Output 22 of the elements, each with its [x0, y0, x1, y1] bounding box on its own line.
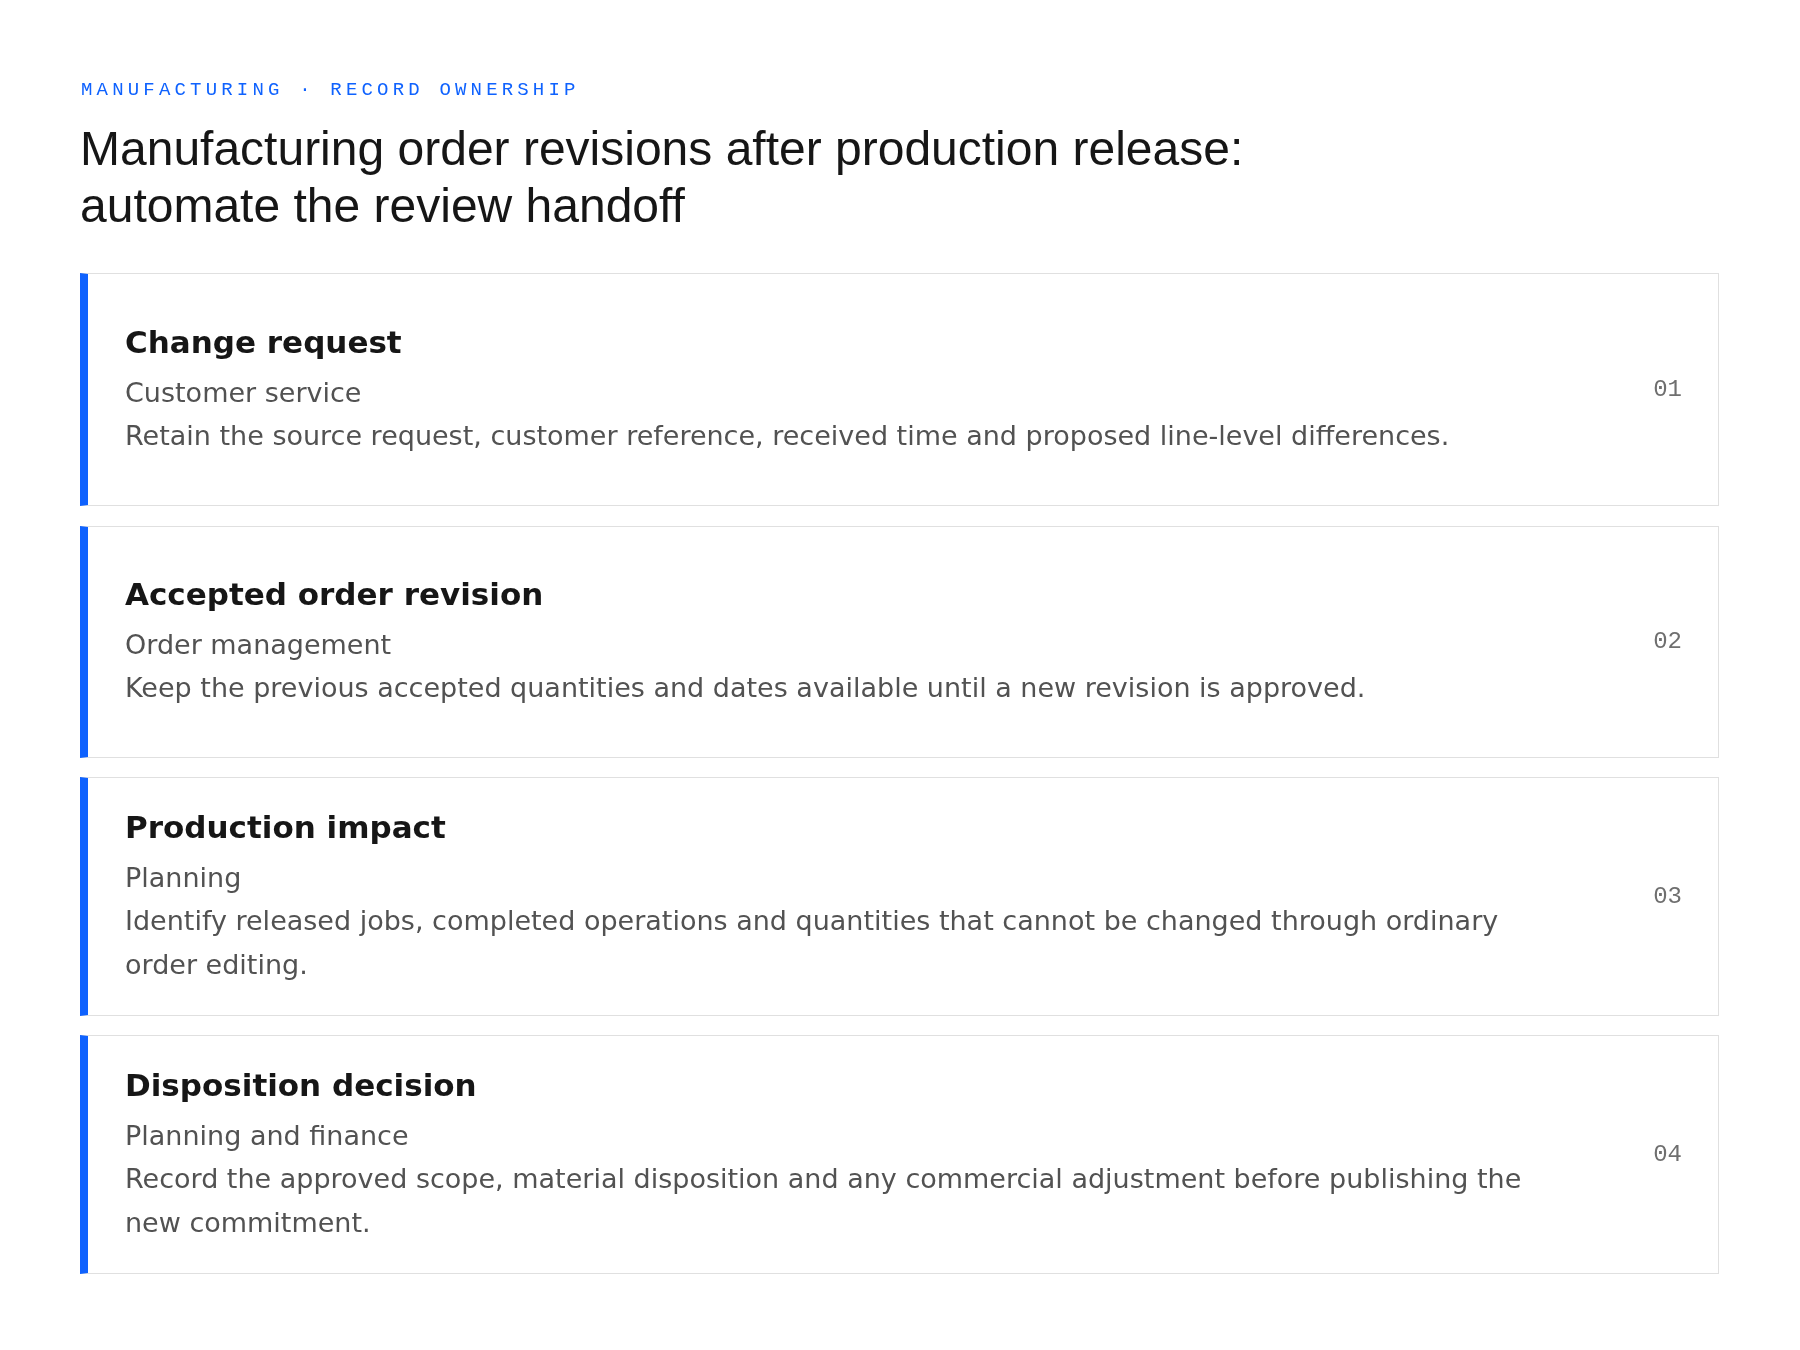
- step-card: [80, 273, 1719, 506]
- team-name: Planning and finance: [125, 1118, 409, 1153]
- page-title: Manufacturing order revisions after production release: automate the review handoff: [80, 121, 1245, 234]
- team-name: Planning: [125, 860, 242, 895]
- card-description: Record the approved scope, material disposition and any commercial adjustment before publishing the new commitment.: [125, 1161, 1523, 1240]
- step-number: 03: [1653, 882, 1682, 911]
- step-number: 04: [1653, 1140, 1682, 1169]
- card-heading: Accepted order revision: [125, 575, 544, 614]
- step-card: [80, 1035, 1719, 1274]
- step-card: [80, 777, 1719, 1016]
- card-heading: Change request: [125, 322, 402, 362]
- card-description: Retain the source request, customer reference, received time and proposed line-level differences.: [125, 418, 1451, 453]
- card-heading: Disposition decision: [125, 1065, 477, 1105]
- step-number: 02: [1653, 628, 1682, 656]
- team-name: Order management: [125, 628, 392, 662]
- step-number: 01: [1653, 375, 1682, 404]
- section-label: MANUFACTURING · RECORD OWNERSHIP: [81, 78, 580, 102]
- card-description: Keep the previous accepted quantities and dates available until a new revision is approved.: [125, 671, 1367, 705]
- team-name: Customer service: [125, 375, 362, 410]
- step-card: [80, 526, 1719, 758]
- card-description: Identify released jobs, completed operations and quantities that cannot be changed through ordinary order editing.: [125, 903, 1500, 982]
- card-heading: Production impact: [125, 807, 446, 847]
